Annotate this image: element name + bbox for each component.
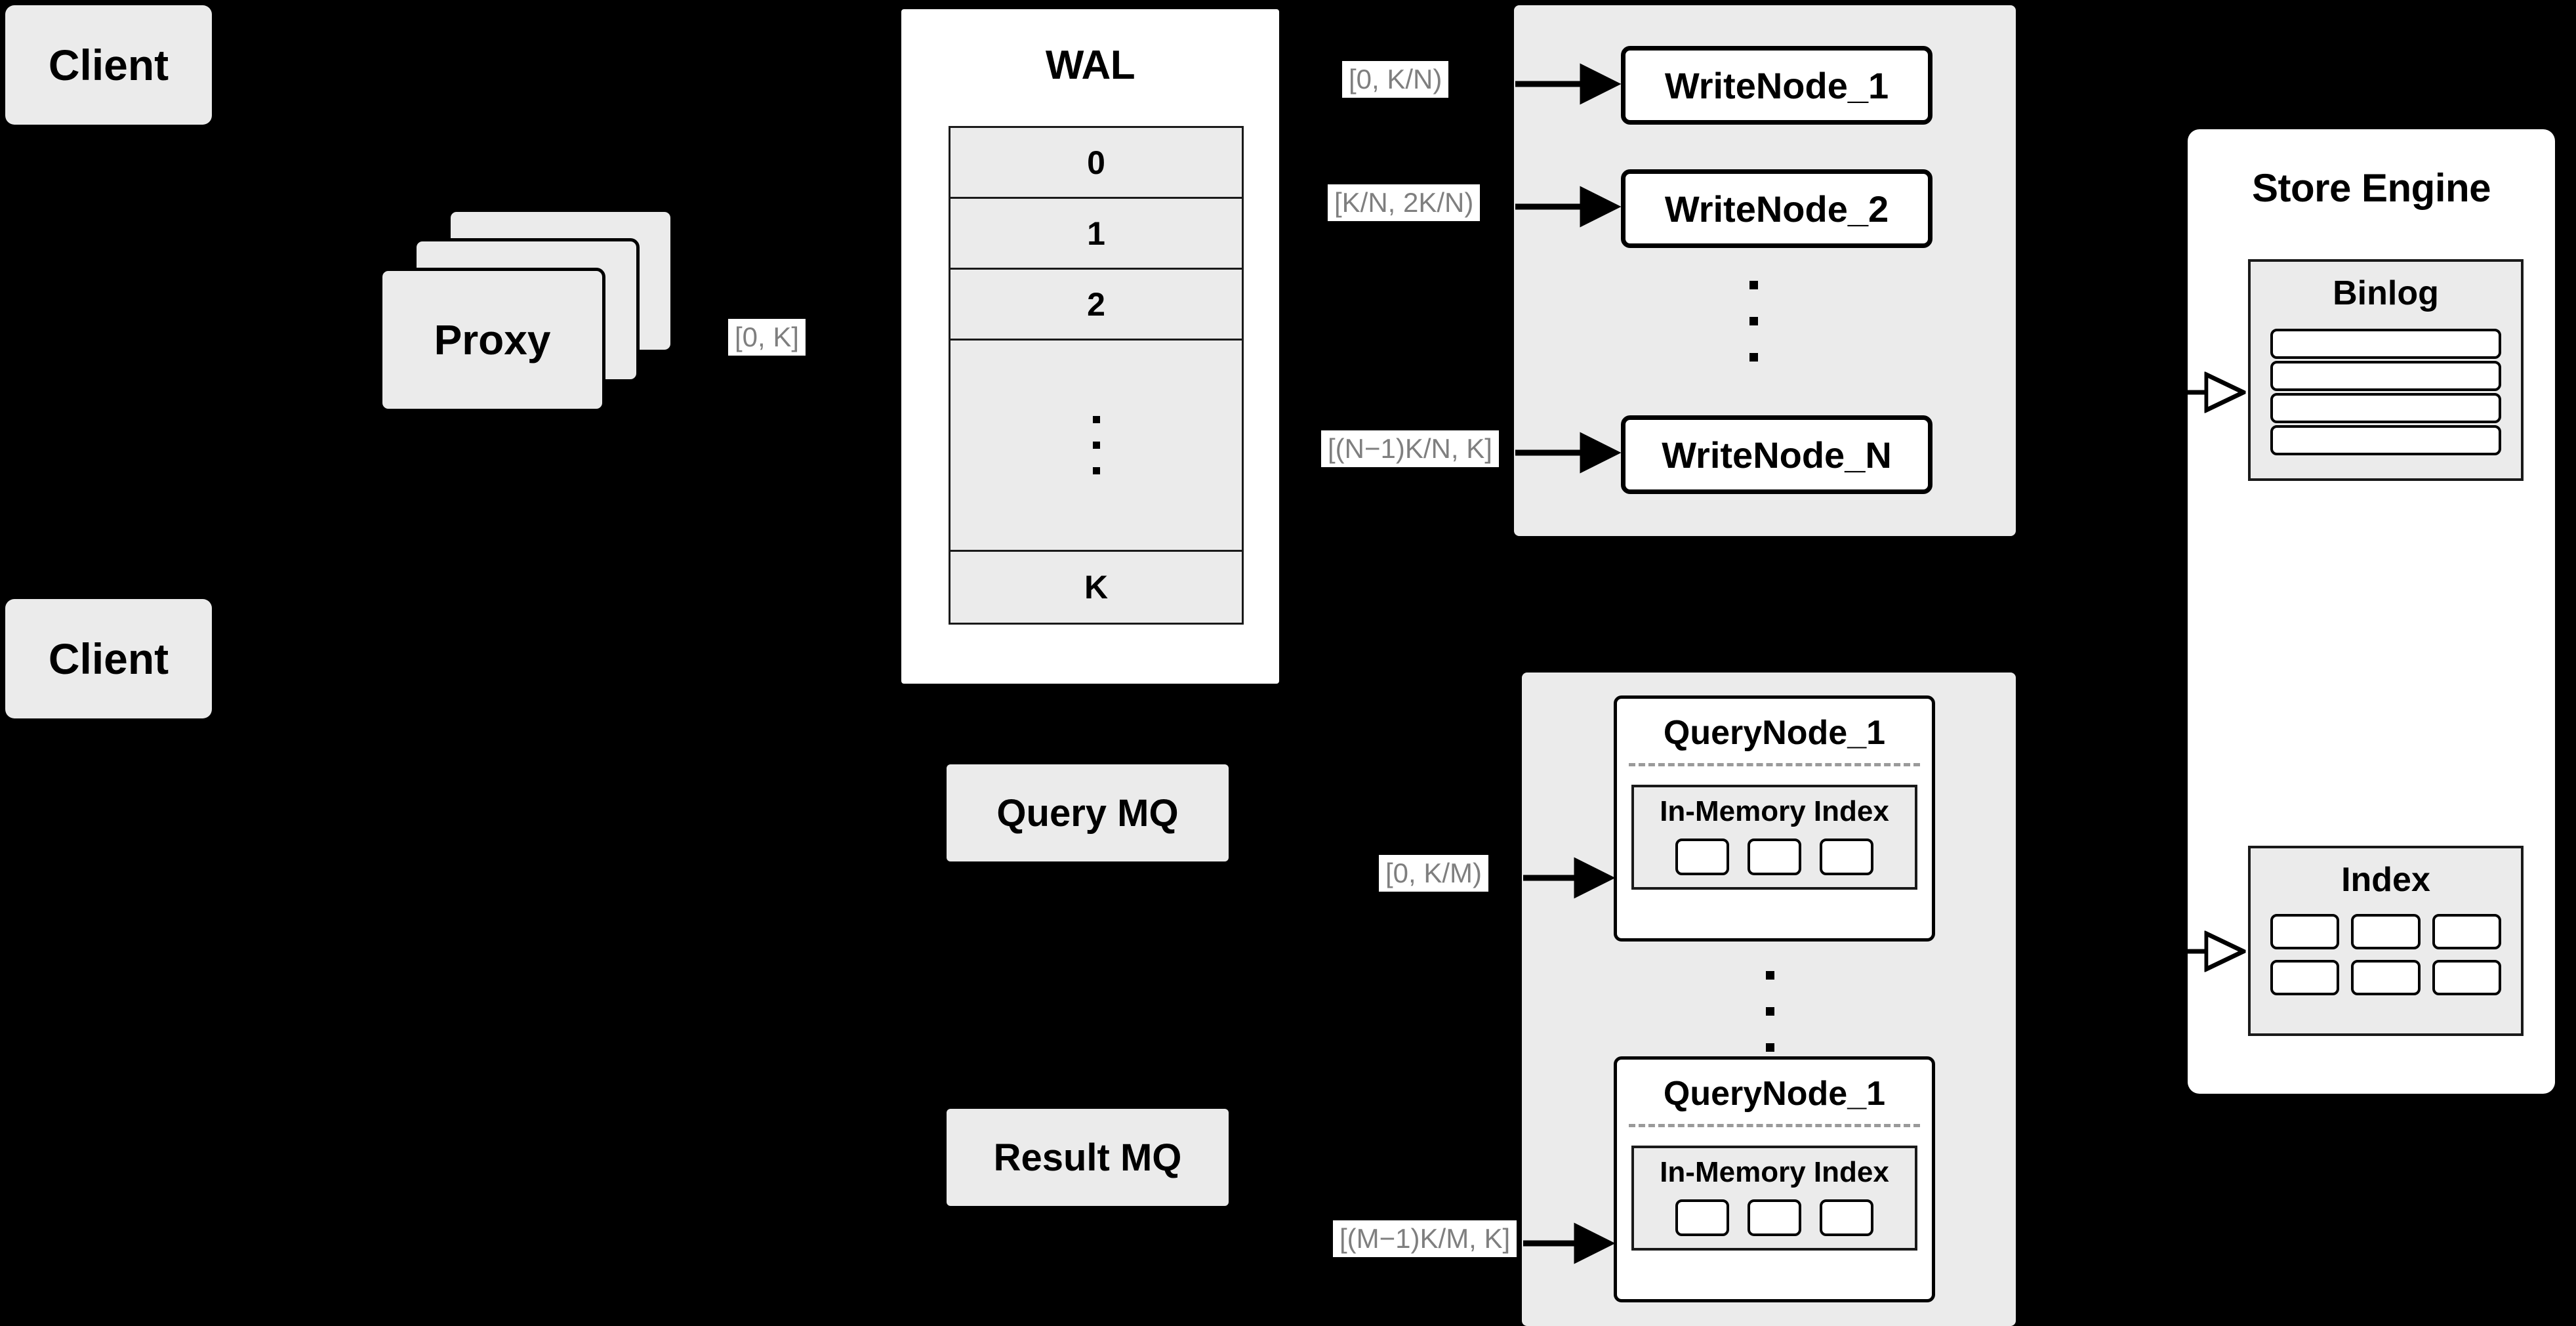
index-cell (2351, 960, 2421, 995)
vertical-dot-icon (1765, 1043, 1774, 1052)
query-mq-label: Query MQ (996, 791, 1179, 835)
query-node-cluster: QueryNode_1 In-Memory Index QueryNode_1 … (1522, 673, 2016, 1326)
index-cell (2432, 914, 2501, 949)
wal-row-2: 2 (951, 270, 1242, 341)
binlog-title: Binlog (2333, 274, 2439, 312)
client-label-2: Client (48, 634, 169, 683)
vertical-dot-icon (1749, 317, 1758, 325)
vertical-dot-icon (1765, 971, 1774, 980)
binlog-row (2270, 393, 2501, 423)
wal-row-0: 0 (951, 128, 1242, 199)
proxy-stack[interactable]: Proxy (379, 209, 687, 438)
query-node-m-in-memory-index: In-Memory Index (1631, 1146, 1917, 1251)
index-cell (2270, 960, 2340, 995)
query-node-1-in-memory-index: In-Memory Index (1631, 785, 1917, 890)
store-engine-title: Store Engine (2251, 166, 2491, 210)
wal-row-k: K (1084, 569, 1109, 606)
binlog-rows (2270, 329, 2501, 455)
index-cell (1820, 839, 1873, 875)
index-cell (1675, 839, 1729, 875)
vertical-dot-icon (1765, 1007, 1774, 1016)
index-title: Index (2341, 861, 2430, 899)
write-node-cluster: WriteNode_1 WriteNode_2 WriteNode_N (1514, 5, 2016, 536)
edge-label-proxy-to-wal: [0, K] (728, 319, 806, 356)
query-node-m[interactable]: QueryNode_1 In-Memory Index (1614, 1056, 1935, 1302)
index-cell (1675, 1199, 1729, 1236)
edge-label-write-node-n-range: [(N−1)K/N, K] (1321, 430, 1499, 468)
vertical-dot-icon (1749, 353, 1758, 362)
wal-row-1: 1 (951, 199, 1242, 270)
result-mq-label: Result MQ (993, 1136, 1182, 1179)
binlog-row (2270, 329, 2501, 359)
binlog-row (2270, 361, 2501, 391)
query-cluster-ellipsis (1744, 971, 1796, 1052)
write-node-n[interactable]: WriteNode_N (1621, 415, 1932, 494)
index-cell (2351, 914, 2421, 949)
client-label-1: Client (48, 41, 169, 89)
vertical-dot-icon (1092, 416, 1100, 423)
result-mq-box[interactable]: Result MQ (947, 1109, 1229, 1206)
binlog-box: Binlog (2248, 259, 2524, 481)
index-cell (2432, 960, 2501, 995)
wal-row-ellipsis (951, 341, 1242, 552)
store-engine-box: Store Engine Binlog Index (2188, 129, 2555, 1094)
binlog-row (2270, 425, 2501, 455)
index-grid (2270, 914, 2501, 995)
edge-label-query-node-1-range: [0, K/M) (1379, 855, 1489, 892)
index-box: Index (2248, 846, 2524, 1036)
vertical-dot-icon (1749, 281, 1758, 289)
index-cell (1748, 839, 1801, 875)
wal-title: WAL (1045, 43, 1135, 88)
in-memory-index-title-1: In-Memory Index (1660, 795, 1889, 827)
write-cluster-ellipsis (1688, 281, 1819, 362)
write-node-2-label: WriteNode_2 (1664, 188, 1889, 230)
client-box-2[interactable]: Client (5, 599, 212, 718)
edge-label-write-node-2-range: [K/N, 2K/N) (1328, 184, 1481, 222)
in-memory-index-cells-1 (1634, 839, 1915, 875)
write-node-1[interactable]: WriteNode_1 (1621, 46, 1932, 125)
wal-box: WAL 0 1 2 K (897, 5, 1283, 688)
index-cell (2270, 914, 2340, 949)
proxy-card-front[interactable]: Proxy (379, 268, 605, 412)
in-memory-index-cells-2 (1634, 1199, 1915, 1236)
query-node-m-label: QueryNode_1 (1663, 1075, 1886, 1113)
query-node-m-divider (1629, 1124, 1920, 1127)
vertical-dot-icon (1092, 467, 1100, 474)
in-memory-index-title-2: In-Memory Index (1660, 1156, 1889, 1188)
edge-label-write-node-1-range: [0, K/N) (1342, 61, 1449, 98)
write-node-2[interactable]: WriteNode_2 (1621, 169, 1932, 248)
write-node-n-label: WriteNode_N (1662, 434, 1892, 476)
proxy-label: Proxy (434, 316, 551, 363)
client-box-1[interactable]: Client (5, 5, 212, 125)
edge-label-query-node-m-range: [(M−1)K/M, K] (1333, 1220, 1517, 1258)
index-cell (1820, 1199, 1873, 1236)
write-node-1-label: WriteNode_1 (1664, 64, 1889, 106)
vertical-dot-icon (1092, 442, 1100, 449)
query-node-1-divider (1629, 763, 1920, 766)
query-node-1-label: QueryNode_1 (1663, 714, 1886, 752)
query-mq-box[interactable]: Query MQ (947, 764, 1229, 861)
wal-table: 0 1 2 K (949, 126, 1244, 625)
index-cell (1748, 1199, 1801, 1236)
query-node-1[interactable]: QueryNode_1 In-Memory Index (1614, 695, 1935, 942)
